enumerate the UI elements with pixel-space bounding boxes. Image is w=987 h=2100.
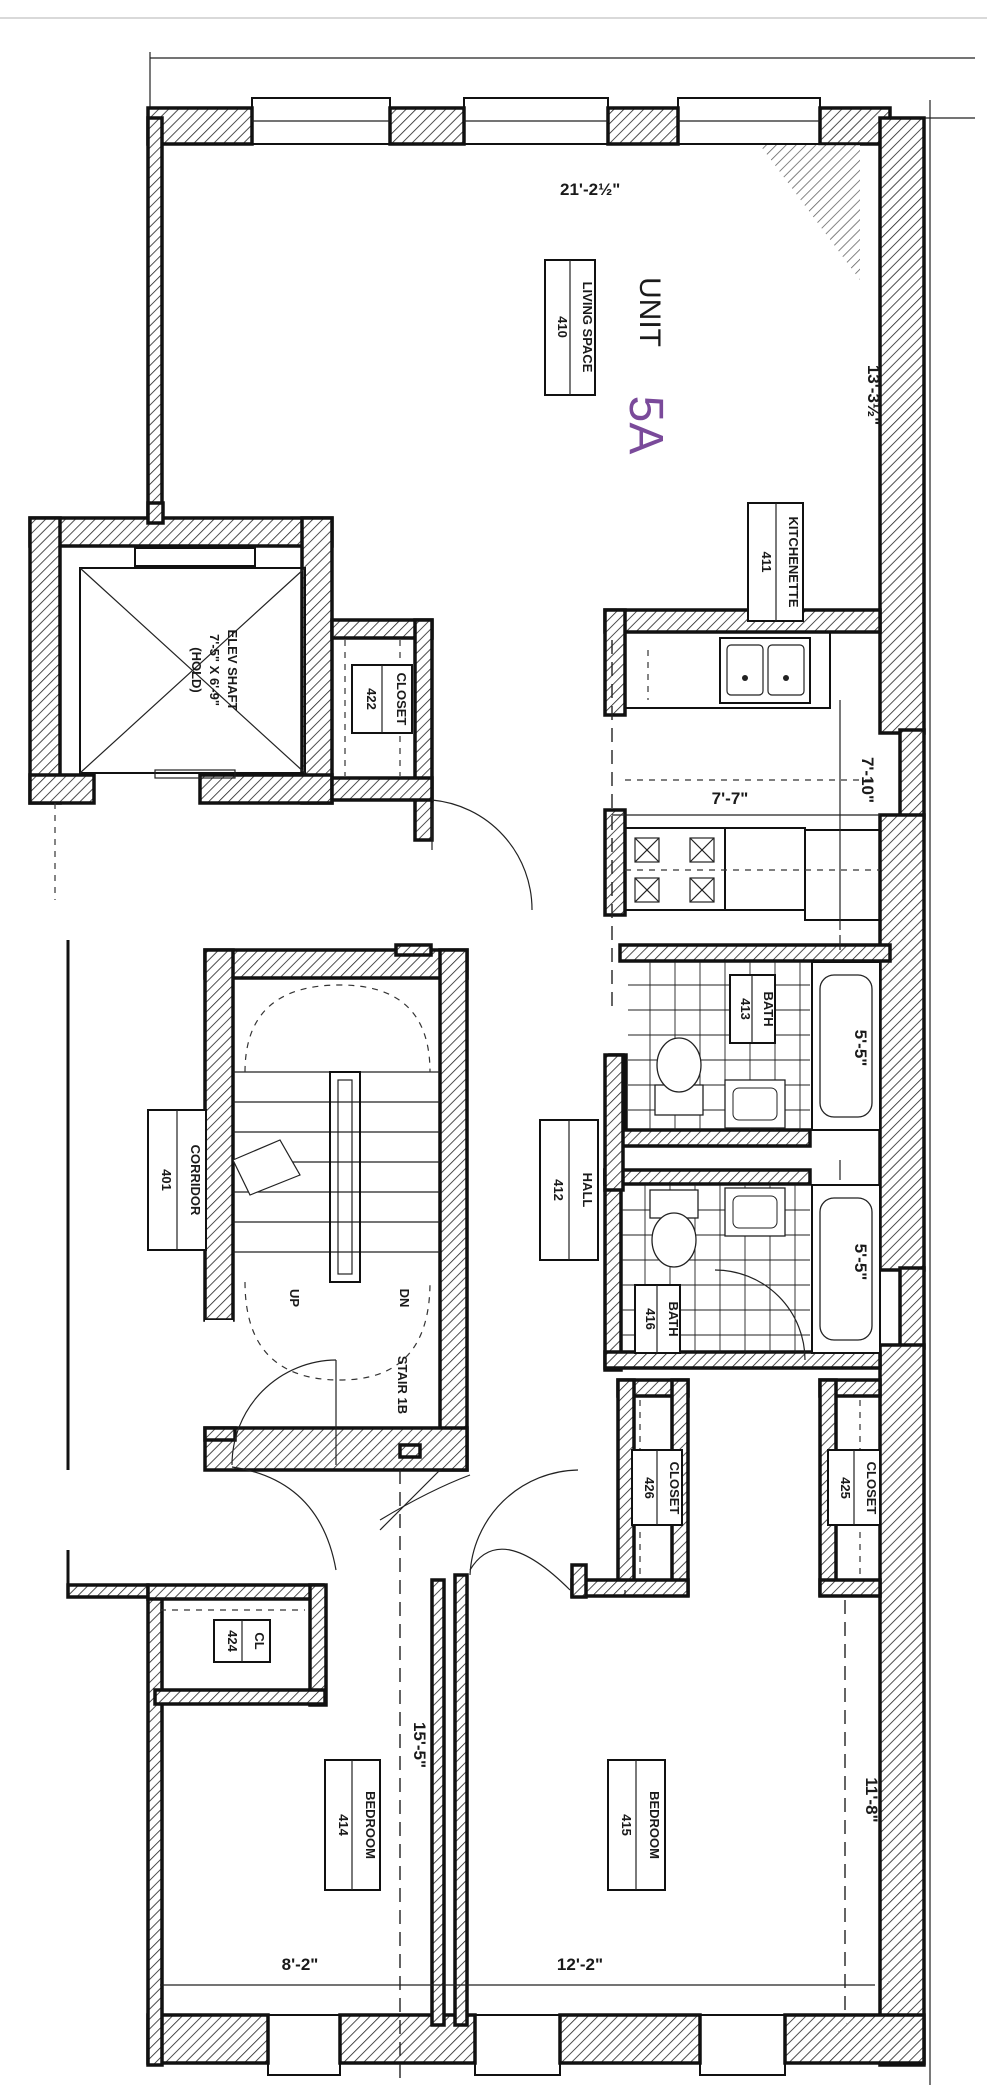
closet-422-name: CLOSET	[394, 673, 409, 726]
corridor-walls	[54, 803, 150, 1599]
unit-handwritten-id: 5A	[619, 396, 672, 455]
dim-bath-413: 5'-5"	[851, 1030, 870, 1067]
corridor-number: 401	[159, 1169, 174, 1191]
exterior-walls	[146, 106, 926, 2067]
room-label-living-space: LIVING SPACE 410	[544, 259, 596, 396]
dim-bedroom-415-depth: 11'-8"	[862, 1777, 881, 1822]
closet-426-number: 426	[642, 1477, 657, 1499]
closet-424	[146, 1583, 328, 1707]
room-label-closet-422: CLOSET 422	[351, 664, 413, 734]
corridor-name: CORRIDOR	[188, 1145, 203, 1216]
wall-stub	[394, 943, 433, 957]
overall-dimension-lines	[149, 52, 975, 2085]
dim-living-depth: 13'-3½"	[864, 365, 883, 425]
dim-bedroom-415-width: 12'-2"	[557, 1955, 603, 1974]
room-label-kitchenette: KITCHENETTE 411	[747, 502, 804, 622]
room-label-hall: HALL 412	[539, 1119, 599, 1261]
bath-416-name: BATH	[666, 1301, 681, 1336]
dim-kitchen-width: 7'-7"	[712, 789, 749, 808]
living-space-number: 410	[555, 316, 570, 338]
stair-up: UP	[287, 1289, 302, 1307]
dim-living-width: 21'-2½"	[560, 180, 620, 199]
closet-426-name: CLOSET	[667, 1462, 682, 1515]
stair-name: STAIR 1B	[395, 1356, 410, 1414]
bath-416-number: 416	[643, 1308, 658, 1330]
closet-425-number: 425	[838, 1477, 853, 1499]
room-label-bedroom-415: BEDROOM 415	[607, 1759, 666, 1891]
room-label-cl-424: CL 424	[213, 1619, 271, 1663]
elevator-label: ELEV SHAFT 7'-5" X 6'-9" (HOLD)	[189, 630, 240, 711]
kitchenette	[603, 608, 882, 930]
bath-413-number: 413	[738, 998, 753, 1020]
shading-marks	[760, 145, 860, 280]
bath-413-name: BATH	[761, 991, 776, 1026]
bath-413	[608, 943, 892, 1148]
door-swings	[203, 799, 579, 1591]
room-label-bath-413: BATH 413	[729, 974, 776, 1044]
room-label-corridor: CORRIDOR 401	[147, 1109, 207, 1251]
unit-label: UNIT	[633, 277, 666, 347]
reference-dashed-lines	[160, 640, 875, 2080]
stair-dn: DN	[397, 1289, 412, 1308]
hall-number: 412	[551, 1179, 566, 1201]
room-label-bath-416: BATH 416	[634, 1284, 681, 1354]
closet-422-number: 422	[364, 688, 379, 710]
kitchenette-number: 411	[759, 552, 774, 573]
cl-424-number: 424	[225, 1630, 240, 1652]
interior-partitions	[146, 501, 841, 2027]
elevator-line-3: (HOLD)	[189, 647, 204, 693]
elevator-line-1: ELEV SHAFT	[225, 630, 240, 711]
dim-bedroom-414-width: 8'-2"	[282, 1955, 319, 1974]
bath-416	[603, 1168, 882, 1372]
closet-422	[330, 618, 434, 842]
windows	[251, 97, 821, 2076]
bedroom-415-name: BEDROOM	[647, 1791, 662, 1859]
dim-kitchen-depth: 7'-10"	[858, 757, 877, 803]
cl-424-name: CL	[252, 1632, 267, 1649]
hall-name: HALL	[580, 1173, 595, 1208]
room-label-bedroom-414: BEDROOM 414	[324, 1759, 381, 1891]
dim-bedroom-414-depth: 15'-5"	[410, 1722, 429, 1768]
room-label-closet-425: CLOSET 425	[827, 1449, 881, 1526]
bedroom-414-number: 414	[336, 1814, 351, 1836]
bedroom-414-name: BEDROOM	[363, 1791, 378, 1859]
kitchenette-name: KITCHENETTE	[786, 517, 801, 608]
closet-425-name: CLOSET	[864, 1462, 879, 1515]
elevator-shaft	[28, 516, 334, 805]
bedroom-415-number: 415	[619, 1814, 634, 1836]
living-space-name: LIVING SPACE	[580, 282, 595, 373]
dim-bath-416: 5'-5"	[851, 1244, 870, 1281]
elevator-line-2: 7'-5" X 6'-9"	[207, 634, 222, 706]
room-label-closet-426: CLOSET 426	[631, 1449, 683, 1526]
